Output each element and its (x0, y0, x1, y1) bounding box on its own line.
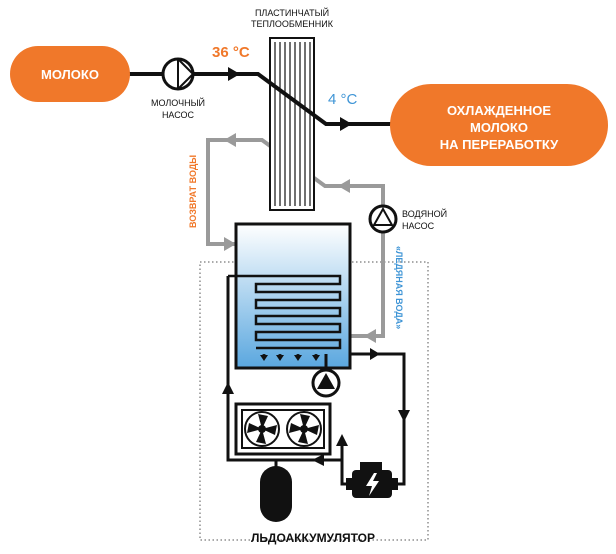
water-pump-label-1: ВОДЯНОЙ (402, 208, 447, 219)
ice-tank (228, 222, 352, 370)
temp-in-label: 36 °C (212, 44, 250, 61)
ref-arrow-up-compressor (336, 434, 348, 446)
ice-accumulator-boundary (199, 261, 429, 541)
milk-arrow-in (228, 67, 240, 81)
cooled-milk-label-3: НА ПЕРЕРАБОТКУ (440, 137, 559, 152)
glycol-pump-icon (311, 368, 341, 398)
milk-source-label: МОЛОКО (41, 67, 99, 82)
cooled-milk-label-2: МОЛОКО (470, 120, 528, 135)
exchanger-label-2: ТЕПЛООБМЕННИК (251, 19, 334, 29)
return-arrow-left (224, 237, 236, 251)
milk-pump-icon (161, 57, 195, 91)
water-pump-label-2: НАСОС (402, 221, 435, 231)
ice-accumulator-label: ЛЬДОАККУМУЛЯТОР (251, 531, 375, 545)
plate-heat-exchanger (269, 37, 315, 211)
receiver-tank-icon (260, 460, 292, 522)
ref-arrow-right (370, 348, 380, 360)
ref-arrow-left-bottom (312, 454, 324, 466)
milk-source (10, 46, 130, 102)
cooled-milk-label-1: ОХЛАЖДЕННОЕ (447, 103, 551, 118)
ref-arrow-down (398, 410, 410, 422)
exchanger-label-1: ПЛАСТИНЧАТЫЙ (255, 7, 329, 18)
fan-icon (244, 411, 280, 447)
compressor-icon (346, 462, 398, 498)
ice-water-label: «ЛЕДЯНАЯ ВОДА» (394, 246, 404, 329)
water-pump-icon (368, 204, 398, 234)
water-return-pipe (206, 138, 385, 338)
milk-pump-label-2: НАСОС (162, 110, 195, 120)
return-arrow-bottom (364, 329, 376, 343)
ref-arrow-up-left (222, 382, 234, 394)
temp-out-label: 4 °C (328, 91, 358, 108)
return-arrow-right (338, 179, 350, 193)
milk-pump-label-1: МОЛОЧНЫЙ (151, 97, 205, 108)
milk-arrow-out (340, 117, 352, 131)
fan-icon (286, 411, 322, 447)
water-return-label: ВОЗВРАТ ВОДЫ (188, 155, 198, 228)
return-arrow-top (224, 133, 236, 147)
milk-pipe (128, 72, 396, 126)
cooled-milk-destination (390, 84, 608, 166)
